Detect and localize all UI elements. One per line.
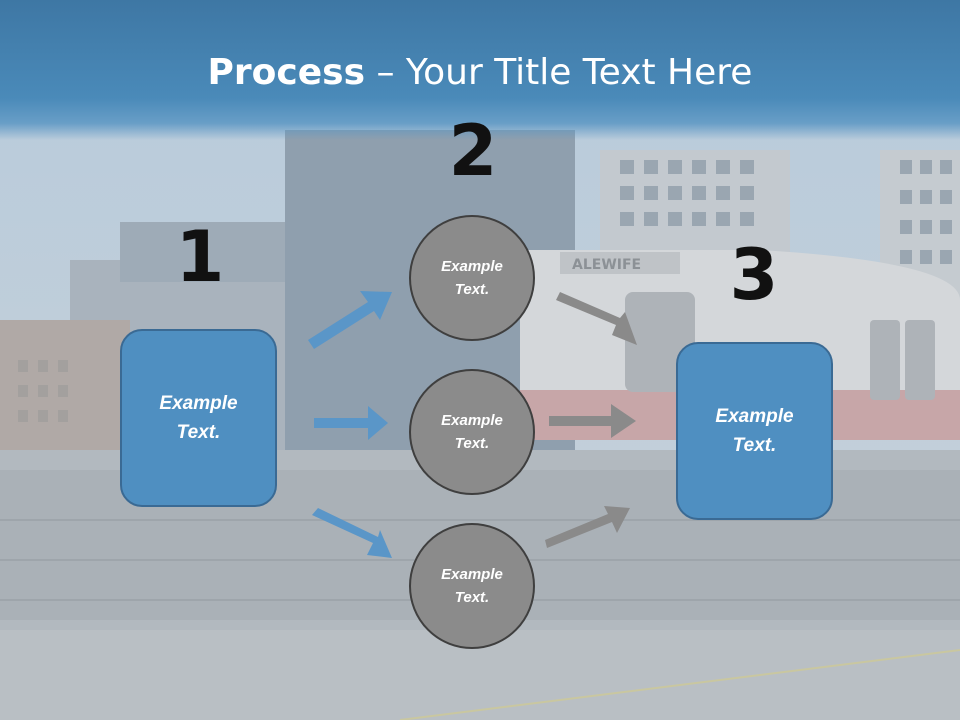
arrow-down-right-icon: [312, 508, 392, 558]
svg-text:ALEWIFE: ALEWIFE: [572, 257, 641, 273]
step-2-circle-3: Example Text.: [409, 523, 535, 649]
slide-title: Process – Your Title Text Here: [0, 52, 960, 93]
step-3-box: Example Text.: [676, 342, 833, 520]
arrow-up-right-icon: [545, 506, 630, 548]
step-number-1: 1: [175, 216, 225, 298]
step-2-circle-2: Example Text.: [409, 369, 535, 495]
arrow-right-icon: [314, 406, 388, 440]
step-1-box: Example Text.: [120, 329, 277, 507]
step-number-2: 2: [448, 110, 498, 192]
arrow-down-right-icon: [556, 292, 637, 345]
arrow-up-right-icon: [308, 291, 392, 349]
arrow-right-icon: [549, 404, 636, 438]
step-number-3: 3: [729, 234, 779, 316]
step-2-circle-1: Example Text.: [409, 215, 535, 341]
title-band: [0, 0, 960, 140]
title-rest: – Your Title Text Here: [365, 52, 753, 93]
title-bold: Process: [207, 52, 366, 93]
